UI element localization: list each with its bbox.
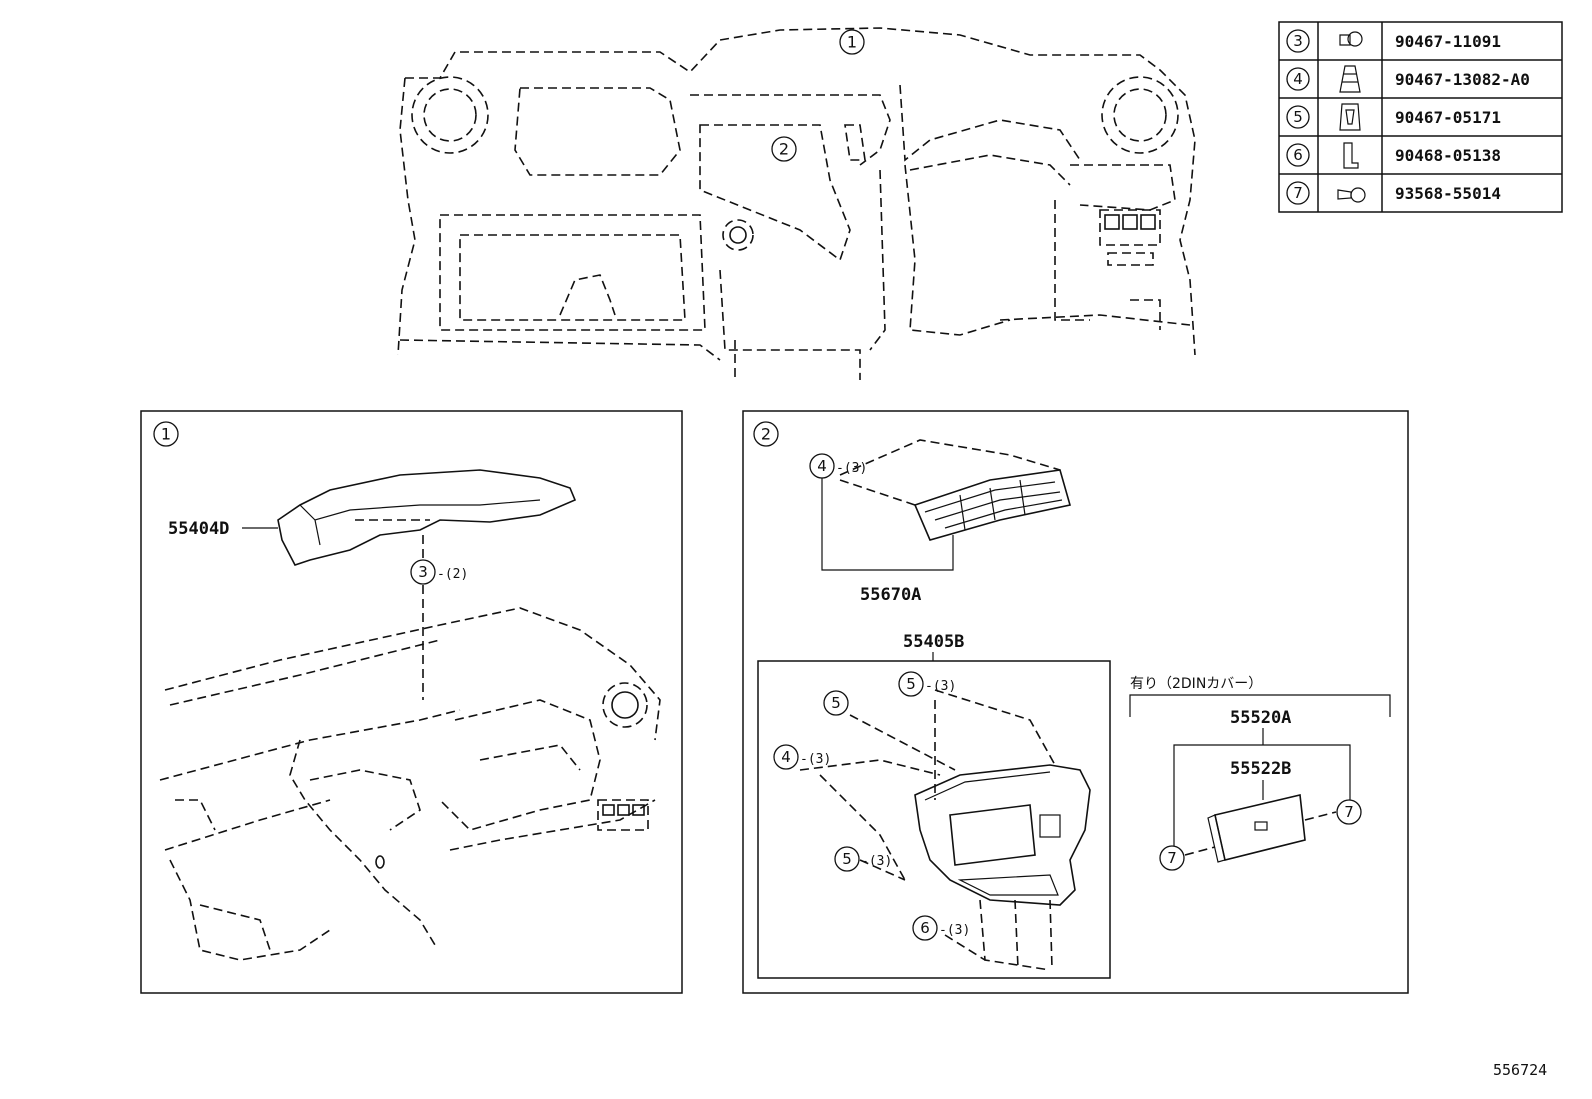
clip-callout-5-top: 5 (898, 671, 924, 697)
svg-text:6: 6 (920, 919, 930, 937)
clip-callout-5-bottom: 5 (834, 846, 860, 872)
part-label-55670A: 55670A (860, 585, 921, 605)
ref-number: 3 (1293, 32, 1303, 50)
svg-text:7: 7 (1167, 849, 1177, 867)
ref-number: 4 (1293, 70, 1303, 88)
part-number: 90467-11091 (1395, 32, 1501, 51)
parts-table-row: 4 90467-13082-A0 (1286, 65, 1530, 93)
fir-tree-clip-icon (1339, 65, 1361, 93)
bracket-line (1173, 744, 1351, 850)
part-number: 93568-55014 (1395, 184, 1501, 203)
bezel-subpanel (757, 660, 1111, 979)
clip-qty: -(3) (800, 752, 831, 767)
part-number: 90467-05171 (1395, 108, 1501, 127)
svg-text:5: 5 (906, 675, 916, 693)
svg-text:3: 3 (418, 563, 428, 581)
clip-callout-4-bezel: 4 (773, 744, 799, 770)
panel-2 (742, 410, 1409, 994)
parts-table-row: 7 93568-55014 (1286, 181, 1501, 205)
part-number: 90468-05138 (1395, 146, 1501, 165)
leader-line (1304, 811, 1337, 821)
clip-qty: -(3) (925, 679, 956, 694)
clip-callout-6: 6 (912, 915, 938, 941)
ref-number: 7 (1293, 184, 1303, 202)
part-number: 90467-13082-A0 (1395, 70, 1530, 89)
part-label-55405B: 55405B (903, 632, 964, 652)
svg-text:5: 5 (842, 850, 852, 868)
part-label-55404D: 55404D (168, 519, 229, 539)
svg-text:1: 1 (161, 425, 171, 444)
leader-line (1184, 846, 1216, 856)
condition-bracket (1129, 694, 1391, 717)
clip-callout-3: 3 (410, 559, 436, 585)
svg-text:7: 7 (1344, 803, 1354, 821)
screw-callout-7-left: 7 (1159, 845, 1185, 871)
overview-callout-2: 2 (771, 136, 797, 162)
clip-qty: -(3) (939, 923, 970, 938)
center-vent-drawing (839, 439, 1072, 541)
instrument-cover-drawing (277, 469, 577, 566)
push-clip-icon (1339, 31, 1363, 47)
parts-table (1278, 21, 1563, 213)
parts-table-row: 5 90467-05171 (1286, 103, 1501, 131)
clip-qty: -(3) (861, 854, 892, 869)
part-label-55520A: 55520A (1230, 708, 1291, 728)
u-clip-icon (1343, 142, 1359, 169)
panel-1-index: 1 (153, 421, 179, 447)
panel-2-index: 2 (753, 421, 779, 447)
parts-table-row: 3 90467-11091 (1286, 29, 1501, 53)
screw-icon (1337, 187, 1366, 203)
2din-cover-drawing (1207, 794, 1306, 863)
center-bezel-drawing (799, 689, 1091, 971)
clip-qty: -(2) (437, 567, 468, 582)
screw-callout-7-right: 7 (1336, 799, 1362, 825)
svg-text:5: 5 (831, 694, 841, 712)
svg-text:4: 4 (781, 748, 791, 766)
svg-text:2: 2 (761, 425, 771, 444)
svg-text:4: 4 (817, 457, 827, 475)
svg-text:1: 1 (847, 33, 857, 52)
bracket-line (821, 478, 954, 571)
condition-note: 有り（2DINカバー） (1130, 676, 1262, 692)
clip-callout-4-vent: 4 (809, 453, 835, 479)
clip-callout-5-left: 5 (823, 690, 849, 716)
diagram-id: 556724 (1493, 1061, 1547, 1079)
ref-number: 5 (1293, 108, 1303, 126)
svg-text:2: 2 (779, 140, 789, 159)
clip-qty: -(3) (836, 461, 867, 476)
ref-number: 6 (1293, 146, 1303, 164)
panel-1 (140, 410, 683, 994)
dashboard-iso-drawing (159, 607, 661, 961)
part-label-55522B: 55522B (1230, 759, 1291, 779)
overview-callout-1: 1 (839, 29, 865, 55)
overview-dashboard (397, 27, 1196, 380)
spring-clip-icon (1339, 103, 1361, 131)
parts-table-row: 6 90468-05138 (1286, 142, 1501, 169)
